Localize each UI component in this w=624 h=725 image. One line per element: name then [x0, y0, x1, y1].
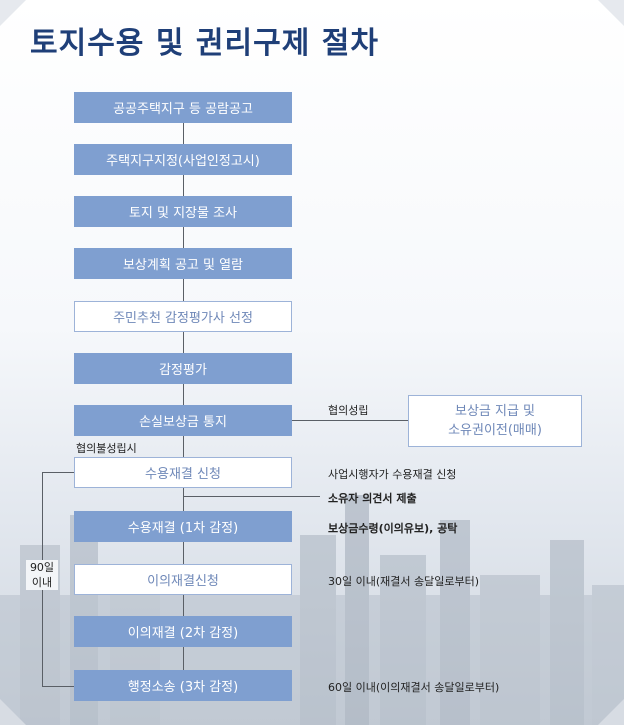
- note-lawsuit-deadline: 60일 이내(이의재결서 송달일로부터): [328, 681, 500, 694]
- step-land-survey: 토지 및 지장물 조사: [74, 196, 292, 227]
- step-expropriation-application: 수용재결 신청: [74, 457, 292, 488]
- disagreement-label: 협의불성립시: [76, 442, 137, 455]
- note-receipt: 보상금수령(이의유보), 공탁: [328, 522, 458, 535]
- step-expropriation-ruling: 수용재결 (1차 감정): [74, 511, 292, 542]
- main-flow-connector: [183, 121, 184, 671]
- deadline-bracket-bottom: [42, 686, 74, 687]
- opinion-connector: [183, 496, 320, 497]
- note-opinion: 소유자 의견서 제출: [328, 492, 417, 505]
- agreement-result-box: 보상금 지급 및 소유권이전(매매): [408, 395, 582, 447]
- agreement-result-line2: 소유권이전(매매): [448, 423, 542, 438]
- step-objection-ruling: 이의재결 (2차 감정): [74, 616, 292, 647]
- page-corner-top-left: [0, 0, 26, 26]
- deadline-90-line1: 90일: [29, 561, 55, 574]
- step-objection-application: 이의재결신청: [74, 564, 292, 595]
- step-public-announcement: 공공주택지구 등 공람공고: [74, 92, 292, 123]
- page-corner-bottom-left: [0, 699, 26, 725]
- step-compensation-plan: 보상계획 공고 및 열람: [74, 248, 292, 279]
- step-appraisal: 감정평가: [74, 353, 292, 384]
- agreement-connector: [292, 420, 408, 421]
- deadline-90-line2: 이내: [31, 576, 53, 589]
- note-application: 사업시행자가 수용재결 신청: [328, 468, 457, 481]
- agreement-label: 협의성립: [328, 404, 369, 417]
- page-title: 토지수용 및 권리구제 절차: [30, 26, 379, 61]
- deadline-90-label: 90일 이내: [26, 560, 58, 590]
- note-objection-deadline: 30일 이내(재결서 송달일로부터): [328, 575, 480, 588]
- step-appraiser-selection: 주민추천 감정평가사 선정: [74, 301, 292, 332]
- page-corner-top-right: [598, 0, 624, 26]
- agreement-result-line1: 보상금 지급 및: [454, 404, 536, 419]
- step-compensation-notice: 손실보상금 통지: [74, 405, 292, 436]
- deadline-bracket-top: [42, 472, 74, 473]
- page-corner-bottom-right: [598, 699, 624, 725]
- step-district-designation: 주택지구지정(사업인정고시): [74, 144, 292, 175]
- step-administrative-litigation: 행정소송 (3차 감정): [74, 670, 292, 701]
